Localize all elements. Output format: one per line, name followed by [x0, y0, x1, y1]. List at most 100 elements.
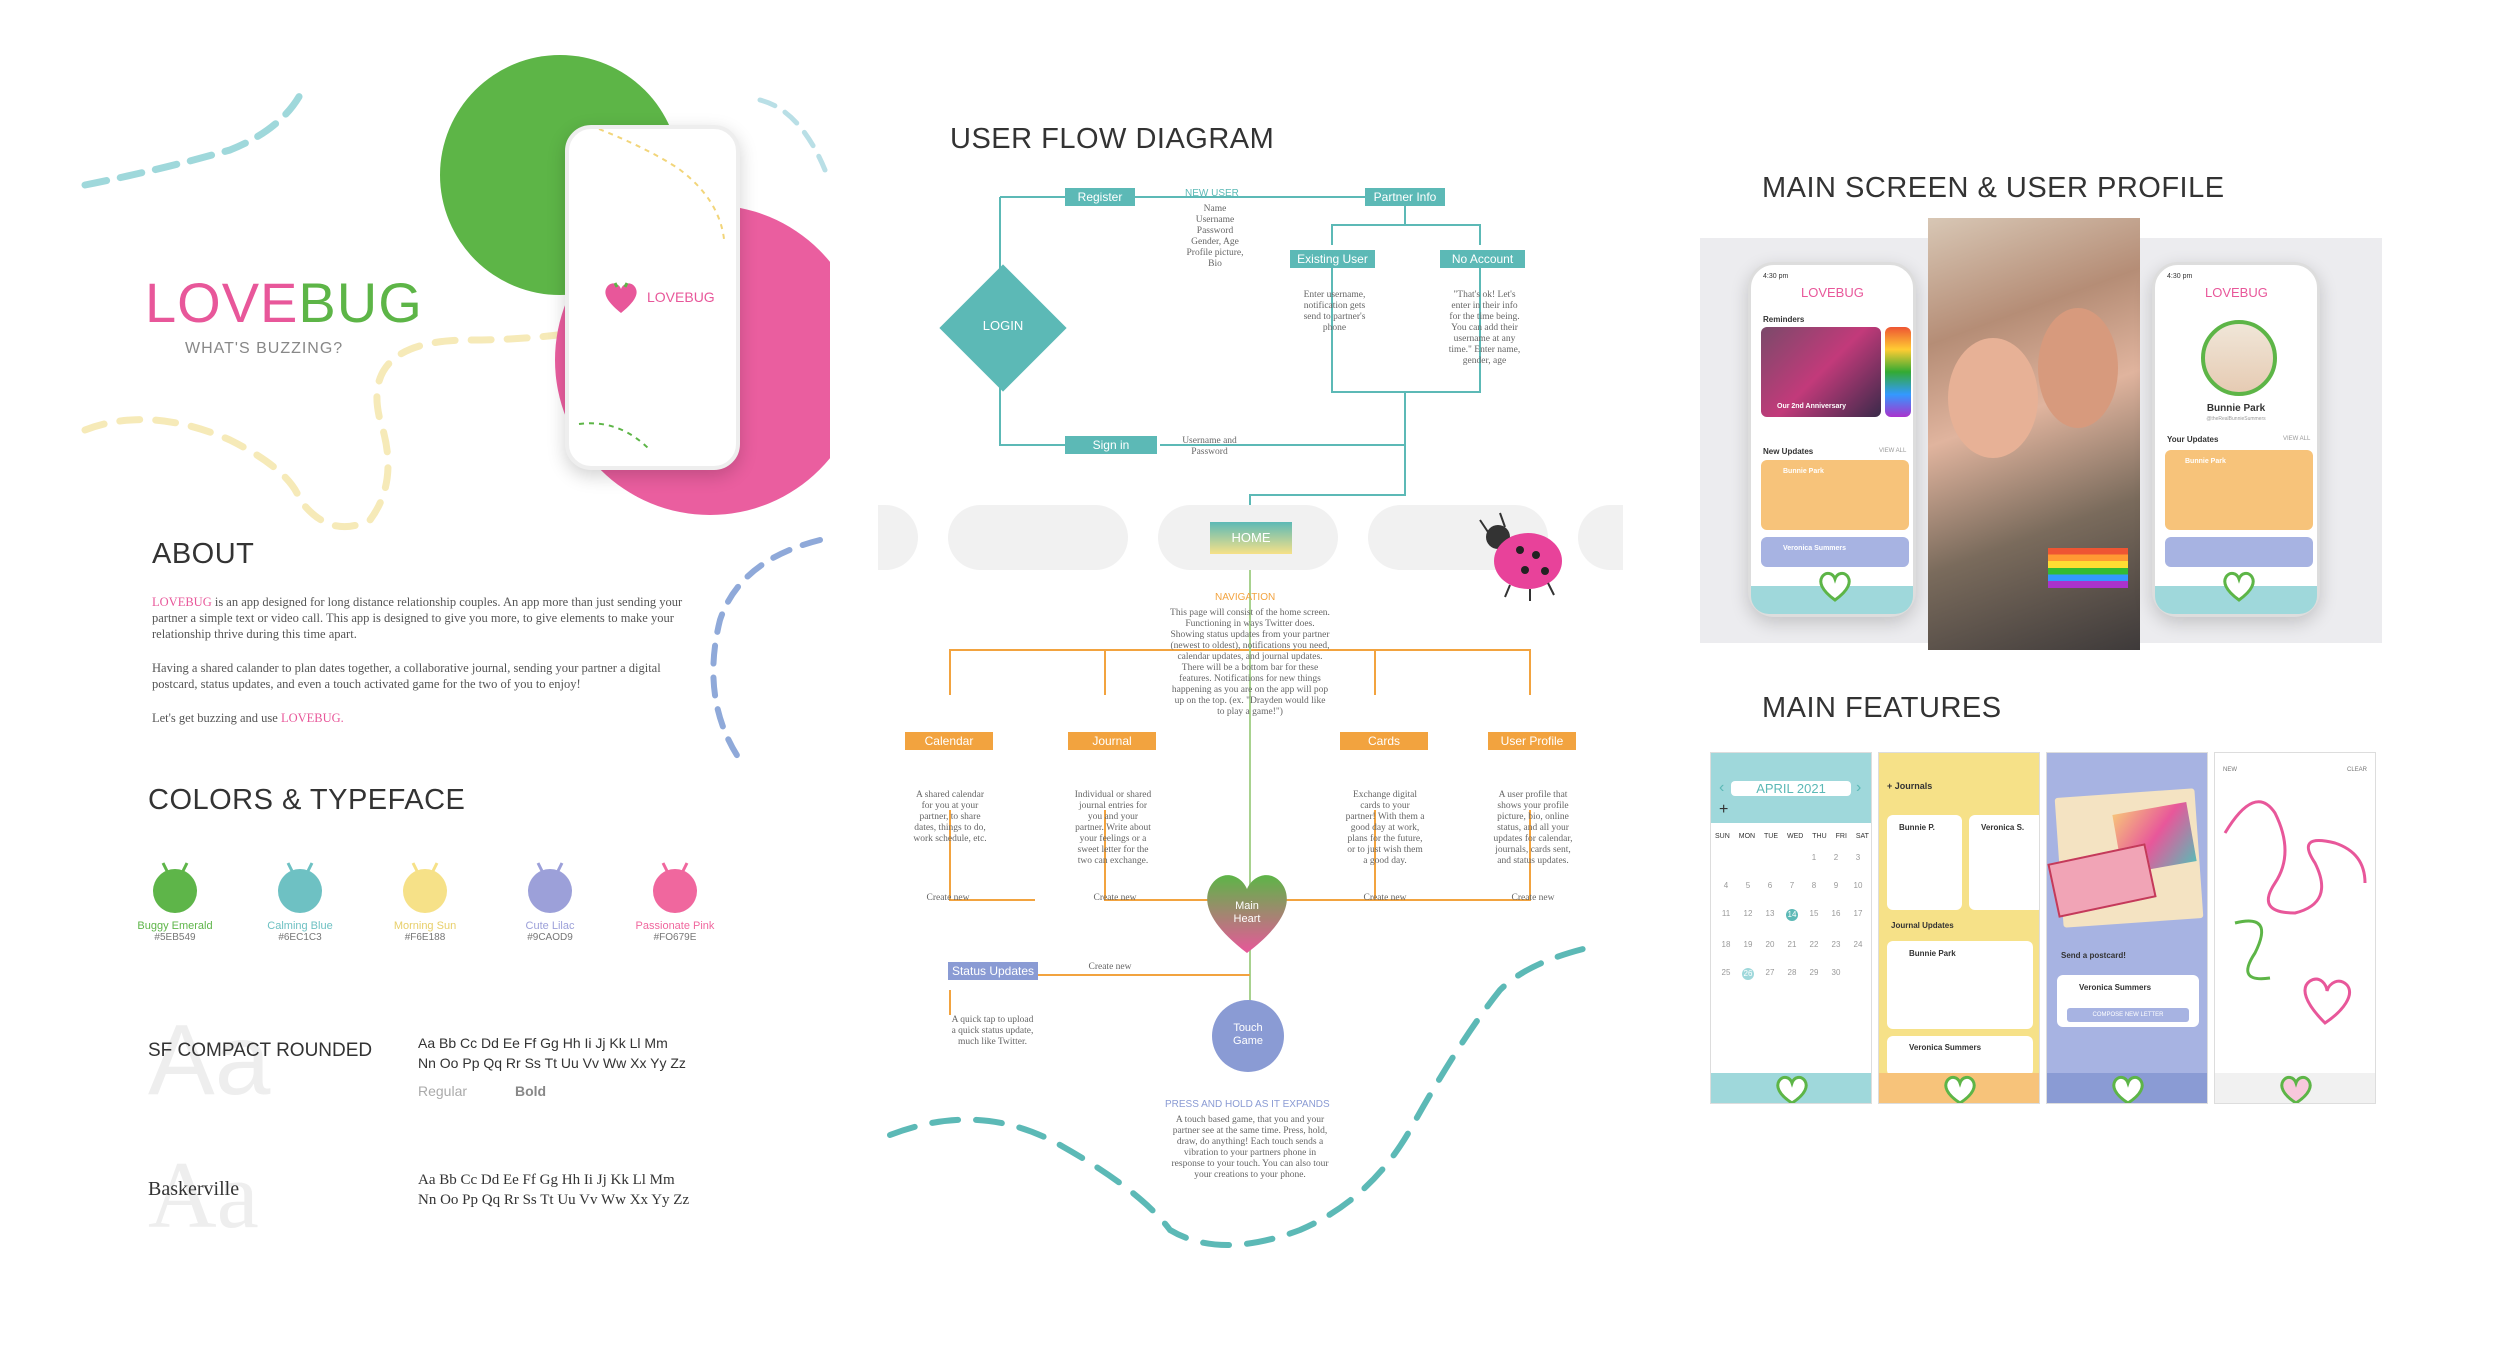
update-card-2[interactable] [1761, 537, 1909, 567]
journal-heart-icon[interactable] [1942, 1075, 1978, 1104]
bask-sample-aa: Aa [148, 1142, 259, 1248]
field-name: Name [1203, 204, 1227, 214]
calendar-day[interactable]: 10 [1853, 881, 1863, 890]
calendar-day[interactable]: 30 [1831, 968, 1841, 977]
existing-user-box[interactable]: Existing User [1290, 250, 1375, 268]
calendar-day[interactable]: 8 [1811, 881, 1817, 890]
journal-card-1[interactable] [1887, 815, 1962, 910]
prev-month-icon[interactable]: ‹ [1719, 779, 1725, 796]
sf-bold: Bold [515, 1083, 547, 1099]
calendar-day[interactable]: 18 [1721, 940, 1731, 949]
calendar-day[interactable]: 13 [1765, 909, 1775, 918]
weekday: THU [1812, 833, 1827, 840]
calendar-day[interactable]: 29 [1809, 968, 1819, 977]
calendar-day[interactable]: 23 [1831, 940, 1841, 949]
calendar-day[interactable]: 5 [1745, 881, 1751, 890]
new-user-label: NEW USER [1185, 188, 1239, 199]
calendar-day[interactable]: 17 [1853, 909, 1863, 918]
profile-view-all[interactable]: VIEW ALL [2283, 436, 2311, 442]
calendar-box[interactable]: Calendar [905, 732, 993, 750]
calendar-day[interactable]: 11 [1721, 909, 1731, 918]
weekday: WED [1786, 833, 1804, 840]
calendar-day[interactable]: 20 [1765, 940, 1775, 949]
partner-info-box[interactable]: Partner Info [1365, 188, 1445, 206]
login-label: LOGIN [982, 318, 1024, 333]
calendar-day[interactable]: 21 [1787, 940, 1797, 949]
home-box[interactable]: HOME [1210, 522, 1292, 554]
calendar-day[interactable]: 15 [1809, 909, 1819, 918]
new-button[interactable]: NEW [2223, 767, 2237, 773]
view-all-link[interactable]: VIEW ALL [1879, 448, 1907, 454]
calendar-day[interactable]: 16 [1831, 909, 1841, 918]
sign-in-box[interactable]: Sign in [1065, 436, 1157, 454]
profile-update-card-2[interactable] [2165, 537, 2313, 567]
calendar-day[interactable]: 9 [1833, 881, 1839, 890]
field-picture: Profile picture, [1186, 248, 1244, 258]
next-month-icon[interactable]: › [1856, 779, 1862, 796]
drawing-canvas[interactable] [2215, 753, 2376, 1073]
create-new-cards: Create new [1363, 893, 1407, 903]
swatch-lilac: Cute Lilac #9CAOD9 [500, 855, 600, 943]
field-password: Password [1196, 226, 1234, 236]
register-box[interactable]: Register [1065, 188, 1135, 206]
calendar-day[interactable]: 22 [1809, 940, 1819, 949]
bug-swatch-icon [653, 862, 697, 913]
calendar-day[interactable]: 25 [1721, 968, 1731, 977]
profile-update-card[interactable] [2165, 450, 2313, 530]
brand-logo: LOVEBUG [145, 270, 423, 335]
calendar-day[interactable]: 4 [1723, 881, 1729, 890]
game-text: A touch based game, that you and your pa… [1171, 1115, 1329, 1180]
calendar-day[interactable]: 7 [1789, 881, 1795, 890]
calendar-day[interactable]: 24 [1853, 940, 1863, 949]
touch-game-circle[interactable] [1212, 1000, 1284, 1072]
calendar-day [1737, 853, 1759, 862]
clear-button[interactable]: CLEAR [2347, 767, 2368, 773]
reminders-label: Reminders [1763, 315, 1805, 324]
calendar-day[interactable]: 6 [1767, 881, 1773, 890]
calendar-day [1847, 968, 1869, 980]
calendar-day[interactable]: 26 [1742, 968, 1754, 980]
weekday: MON [1738, 833, 1756, 840]
calendar-day[interactable]: 19 [1743, 940, 1753, 949]
no-account-box[interactable]: No Account [1440, 250, 1525, 268]
journal-box[interactable]: Journal [1068, 732, 1156, 750]
logo-bug: BUG [298, 271, 423, 334]
postcard-heart-icon[interactable] [2110, 1075, 2146, 1104]
veronica-name: Veronica Summers [1783, 545, 1847, 552]
profile-tab-heart-icon[interactable] [2221, 570, 2257, 602]
calendar-day[interactable]: 27 [1765, 968, 1775, 977]
draw-heart-icon[interactable] [2278, 1075, 2314, 1104]
main-screen-heading: MAIN SCREEN & USER PROFILE [1762, 172, 2225, 204]
journal-update-card[interactable] [1887, 941, 2033, 1029]
calendar-day[interactable]: 3 [1855, 853, 1861, 862]
compose-button[interactable]: COMPOSE NEW LETTER [2067, 1008, 2189, 1022]
user-profile-box[interactable]: User Profile [1488, 732, 1576, 750]
profile-time: 4:30 pm [2167, 273, 2193, 280]
swatch-pink: Passionate Pink #FO679E [625, 855, 725, 943]
brand-tagline: WHAT'S BUZZING? [185, 340, 344, 357]
update-card[interactable] [1761, 460, 1909, 530]
add-event-icon[interactable]: + [1719, 801, 1729, 818]
calendar-day[interactable]: 14 [1786, 909, 1798, 921]
calendar-heart-icon[interactable] [1774, 1075, 1810, 1104]
journal-card-2[interactable] [1969, 815, 2039, 910]
tab-heart-icon[interactable] [1817, 570, 1853, 602]
swatch-name: Buggy Emerald [137, 920, 213, 932]
calendar-day[interactable]: 1 [1811, 853, 1817, 862]
profile-phone: 4:30 pm LOVEBUG Bunnie Park @theRealBunn… [2152, 262, 2320, 617]
reminder-photo-2 [1885, 327, 1911, 417]
journal-update-card-2[interactable] [1887, 1036, 2033, 1076]
logo-love: LOVE [145, 271, 299, 334]
about-paragraph-3: Let's get buzzing and use LOVEBUG. [152, 710, 687, 726]
cards-box[interactable]: Cards [1340, 732, 1428, 750]
calendar-day[interactable]: 28 [1787, 968, 1797, 977]
main-heart-label: Main Heart [1233, 900, 1261, 925]
status-updates-box[interactable]: Status Updates [948, 962, 1038, 980]
calendar-day[interactable]: 2 [1833, 853, 1839, 862]
feature-journal-screen: + Journals Bunnie P. Veronica S. Journal… [1878, 752, 2040, 1104]
main-heart-icon[interactable] [1200, 865, 1295, 955]
features-heading: MAIN FEATURES [1762, 692, 2002, 724]
calendar-day[interactable]: 12 [1743, 909, 1753, 918]
